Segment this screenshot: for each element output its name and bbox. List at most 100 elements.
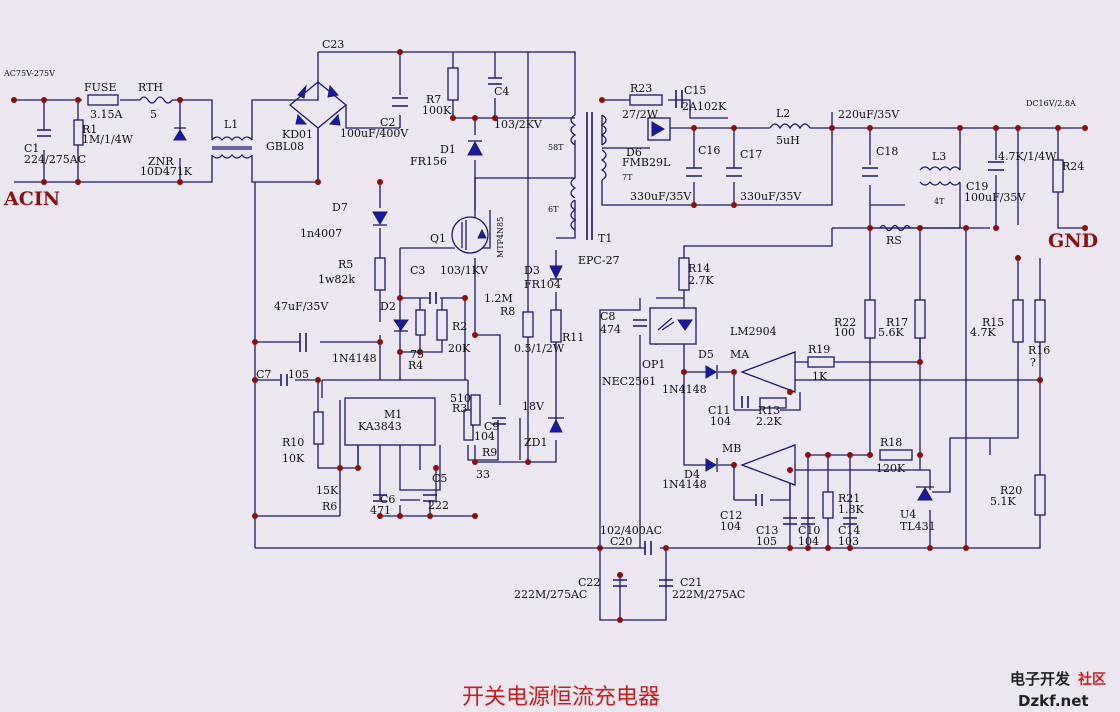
c13-symbol xyxy=(783,517,797,525)
label-c15-v: 2A102K xyxy=(682,100,727,113)
label-l2: L2 xyxy=(776,107,790,120)
label-d5-v: 1N4148 xyxy=(662,383,707,396)
label-c18-v: 220uF/35V xyxy=(838,108,900,121)
label-c2: C2 xyxy=(380,116,395,129)
label-c1: C1 xyxy=(24,142,39,155)
t1-primary xyxy=(570,114,577,231)
label-r14: R14 xyxy=(688,262,710,275)
label-c17-v: 330uF/35V xyxy=(740,190,802,203)
junctions xyxy=(11,49,1088,623)
ma-opamp xyxy=(740,351,796,393)
rs-symbol xyxy=(879,224,911,232)
label-c5: C5 xyxy=(432,472,447,485)
label-c18: C18 xyxy=(876,145,898,158)
label-c7-v: 105 xyxy=(288,368,309,381)
r21-symbol xyxy=(822,491,834,519)
c4-symbol xyxy=(488,77,502,85)
label-c3: C3 xyxy=(410,264,425,277)
label-zd1-v: 18V xyxy=(522,400,545,413)
label-d3-v: FR104 xyxy=(524,278,561,291)
label-d7: D7 xyxy=(332,201,348,214)
label-c10-v: 104 xyxy=(798,535,819,548)
label-d4: D4 xyxy=(684,468,700,481)
t1-secondary xyxy=(600,114,607,181)
label-c12: C12 xyxy=(720,509,742,522)
label-c19-v: 100uF/35V xyxy=(964,191,1026,204)
label-r11-v: 0.5/1/2W xyxy=(514,342,565,355)
c12-symbol xyxy=(755,494,763,506)
label-c13: C13 xyxy=(756,524,778,537)
r9-symbol xyxy=(470,394,481,426)
label-r1-v: 1M/1/4W xyxy=(82,133,134,146)
label-c13-v: 105 xyxy=(756,535,777,548)
label-r6: R6 xyxy=(322,500,337,513)
label-c14: C14 xyxy=(838,524,860,537)
label-r18: R18 xyxy=(880,436,902,449)
watermark-site: Dzkf.net xyxy=(1018,692,1089,710)
label-r13: R13 xyxy=(758,404,780,417)
label-r5: R5 xyxy=(338,258,353,271)
r15-symbol xyxy=(1012,299,1024,343)
r20-symbol xyxy=(1034,474,1046,516)
znr-symbol xyxy=(173,129,187,141)
label-r10-v: 10K xyxy=(282,452,305,465)
label-fuse: FUSE xyxy=(84,81,116,94)
label-r1: R1 xyxy=(82,123,97,136)
d3-symbol xyxy=(549,265,563,280)
diagram-title: 开关电源恒流充电器 xyxy=(462,685,660,710)
r24-symbol xyxy=(1052,159,1064,193)
label-c17: C17 xyxy=(740,148,762,161)
label-r4-v: 75 xyxy=(410,348,424,361)
label-d3: D3 xyxy=(524,264,540,277)
label-r22-v: 100 xyxy=(834,326,855,339)
label-r6-v: 15K xyxy=(316,484,339,497)
r11-symbol xyxy=(550,309,562,343)
c18-symbol xyxy=(862,167,878,177)
watermark-part2: 社区 xyxy=(1077,671,1106,688)
label-r15-v: 4.7K xyxy=(970,326,996,339)
label-r5-v: 1w82k xyxy=(318,273,355,286)
label-r7-v: 100K xyxy=(422,104,452,117)
label-c4-v: 103/2KV xyxy=(494,118,543,131)
label-r11: R11 xyxy=(562,331,584,344)
component-labels: AC75V-275V ACIN DC16V/2.8A GND FUSE 3.15… xyxy=(3,38,1098,601)
label-t-6: 6T xyxy=(548,205,559,214)
label-r23-v: 27/2W xyxy=(622,108,659,121)
label-r19: R19 xyxy=(808,343,830,356)
label-c6-v: 471 xyxy=(370,504,391,517)
output-voltage: DC16V/2.8A xyxy=(1026,99,1076,108)
label-c15: C15 xyxy=(684,84,706,97)
label-r20: R20 xyxy=(1000,484,1022,497)
r8-symbol xyxy=(522,311,534,338)
label-r7: R7 xyxy=(426,93,441,106)
label-r21-v: 1.8K xyxy=(838,503,864,516)
label-d1: D1 xyxy=(440,143,456,156)
label-c21: C21 xyxy=(680,576,702,589)
r10-symbol xyxy=(313,411,324,445)
label-r8: R8 xyxy=(500,305,515,318)
label-zd1: ZD1 xyxy=(524,436,547,449)
mb-opamp xyxy=(740,444,796,486)
label-l1: L1 xyxy=(224,118,238,131)
label-c4: C4 xyxy=(494,85,509,98)
label-mb: MB xyxy=(722,442,741,455)
label-r22: R22 xyxy=(834,316,856,329)
label-znr: ZNR xyxy=(148,155,174,168)
l2-symbol xyxy=(769,123,811,130)
label-c1-v: 224/275AC xyxy=(24,153,86,166)
r19-symbol xyxy=(807,356,835,368)
label-c22-v: 222M/275AC xyxy=(514,588,587,601)
label-r10: R10 xyxy=(282,436,304,449)
label-r16-v: ? xyxy=(1030,356,1036,369)
label-r21: R21 xyxy=(838,492,860,505)
c19-symbol xyxy=(988,161,1004,171)
d7-symbol xyxy=(372,211,388,225)
c6-symbol xyxy=(373,494,387,502)
zd1-symbol xyxy=(549,418,563,433)
c3-symbol xyxy=(429,292,437,304)
fuse-symbol xyxy=(87,94,119,106)
label-m1: M1 xyxy=(384,408,402,421)
label-c2-v: 100uF/400V xyxy=(340,127,409,140)
c21-symbol xyxy=(659,579,673,587)
